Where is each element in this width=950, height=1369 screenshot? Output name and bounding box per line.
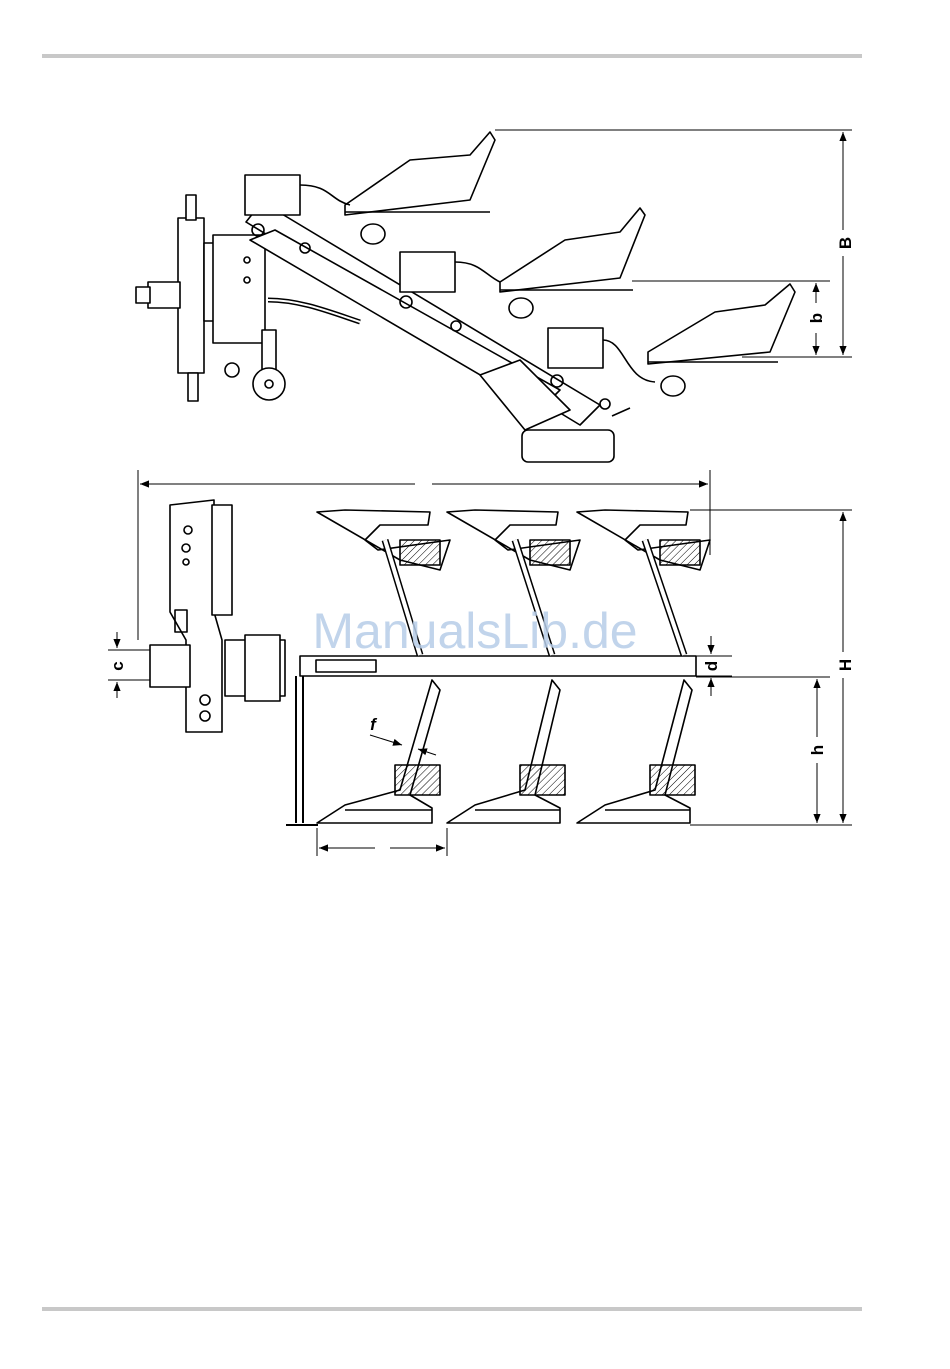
plan-view [150,500,710,825]
headstock-plan [150,500,285,732]
label-H: H [836,659,855,671]
plough-body-top-3 [548,284,795,396]
plough-body-plan-lower-3 [577,680,695,823]
watermark: ManualsLib.de [312,603,637,659]
frame-beam-top [246,202,610,425]
label-h: h [808,745,827,755]
transport-view [136,132,795,462]
dimension-B [495,130,852,357]
dimension-body-spacing [317,828,447,856]
label-d: d [702,661,721,671]
plough-body-plan-lower-2 [447,680,565,823]
headstock-top [136,195,265,401]
label-c: c [108,661,127,670]
plough-body-plan-lower-1 [317,680,440,823]
label-B: B [836,237,855,249]
plough-body-top-2 [400,208,645,318]
label-b: b [807,313,826,323]
label-f: f [370,715,378,734]
